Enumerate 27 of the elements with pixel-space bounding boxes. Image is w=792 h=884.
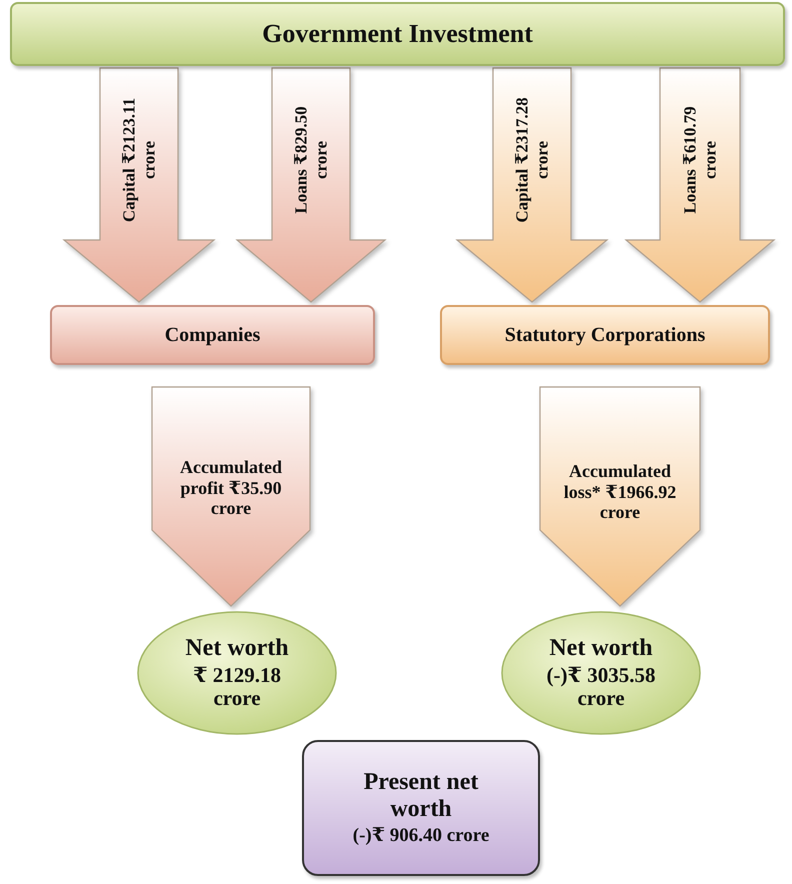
block-arrow — [455, 67, 609, 303]
node-title: Companies — [164, 324, 260, 346]
entity-box — [50, 305, 375, 365]
node-title: Present net worth — [362, 769, 480, 824]
edge-label: Capital ₹2123.11 crore — [119, 96, 159, 224]
title-bar — [10, 2, 785, 66]
net-worth-ellipse — [500, 610, 702, 736]
node-value: ₹ 2129.18 crore — [192, 664, 282, 711]
summary-box — [302, 740, 540, 876]
edge-label: Loans ₹829.50 crore — [291, 105, 331, 216]
node-title: Statutory Corporations — [504, 324, 706, 346]
node-value: (-)₹ 906.40 crore — [352, 825, 490, 846]
node-title: Net worth — [185, 635, 289, 662]
node-value: (-)₹ 3035.58 crore — [545, 664, 657, 711]
block-arrow — [624, 67, 776, 303]
edge-label: Capital ₹2317.28 crore — [512, 96, 552, 225]
block-arrow — [151, 386, 311, 607]
entity-box — [440, 305, 770, 365]
edge-label: Accumulated profit ₹35.90 crore — [179, 456, 283, 520]
edge-label: Accumulated loss* ₹1966.92 crore — [562, 460, 678, 524]
node-title: Government Investment — [262, 19, 533, 49]
edge-label: Loans ₹610.79 crore — [680, 105, 720, 216]
block-arrow — [235, 67, 387, 303]
block-arrow — [539, 386, 701, 607]
net-worth-ellipse — [136, 610, 338, 736]
block-arrow — [62, 67, 216, 303]
node-title: Net worth — [549, 635, 653, 662]
